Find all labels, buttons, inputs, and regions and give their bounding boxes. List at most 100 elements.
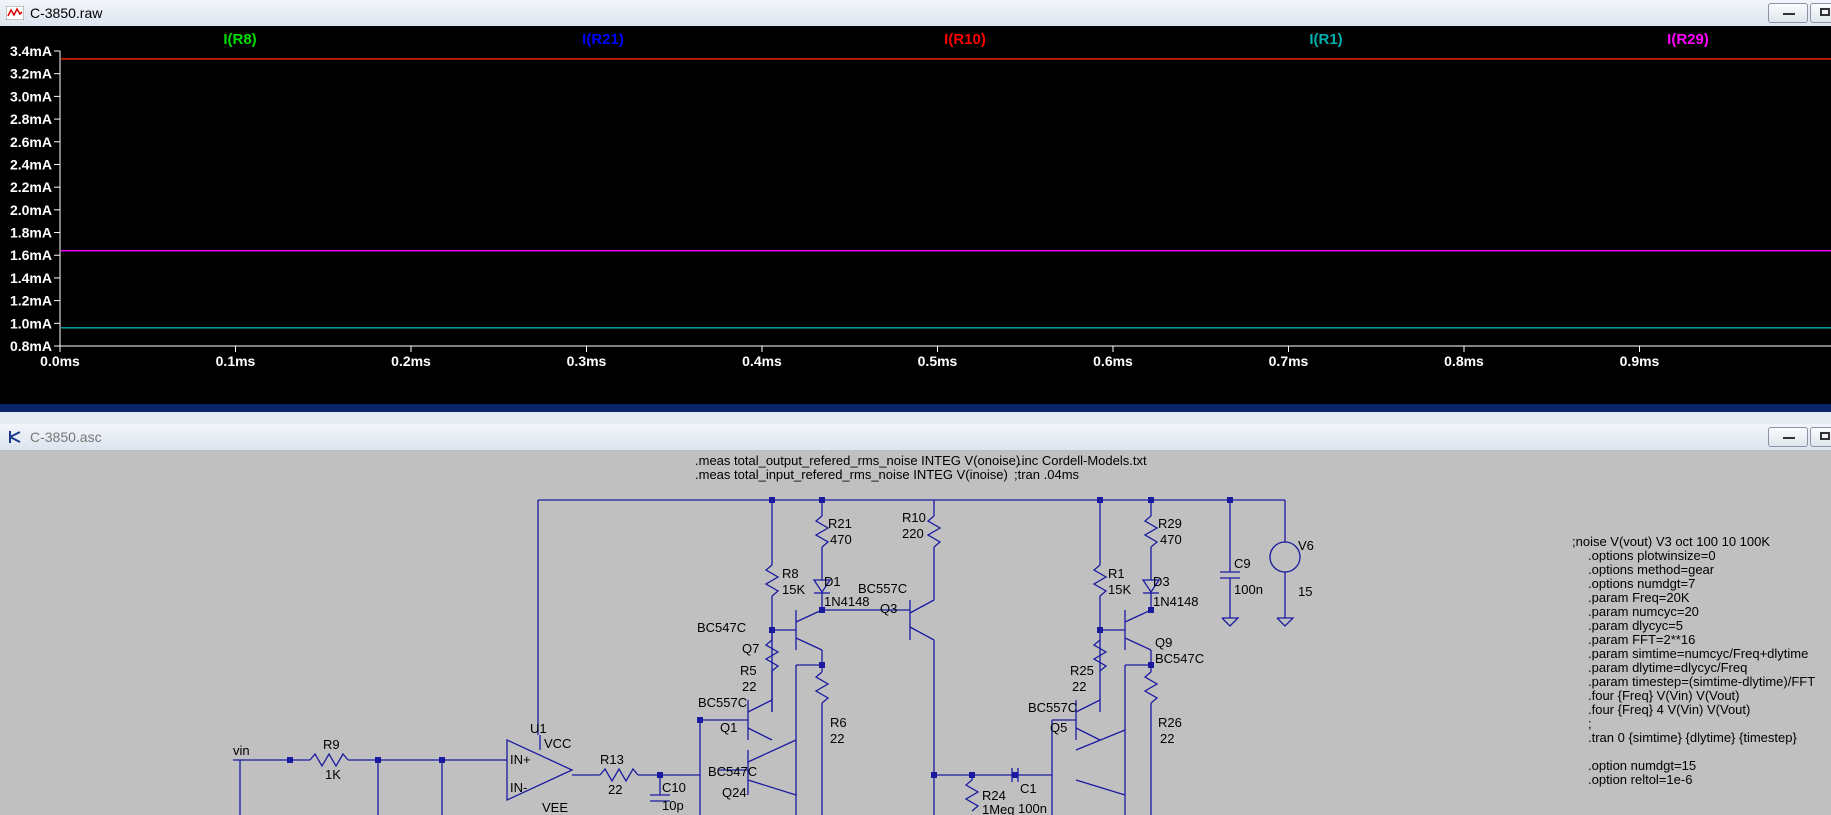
x-tick-label: 0.3ms	[567, 353, 607, 369]
spice-directive-line[interactable]: .param FFT=2**16	[1588, 632, 1695, 647]
minimize-button[interactable]	[1768, 3, 1808, 23]
value-R1[interactable]: 15K	[1108, 582, 1131, 597]
type-Q1[interactable]: BC557C	[698, 695, 747, 710]
type-Q24[interactable]: BC547C	[708, 764, 757, 779]
spice-directive-line[interactable]: .tran 0 {simtime} {dlytime} {timestep}	[1588, 730, 1797, 745]
type-Q7[interactable]: BC547C	[697, 620, 746, 635]
value-C1[interactable]: 100n	[1018, 801, 1047, 815]
wave-window-title: C-3850.raw	[30, 5, 103, 21]
value-V6[interactable]: 15	[1298, 584, 1312, 599]
trace-label-ir10[interactable]: I(R10)	[944, 31, 986, 48]
schematic-maximize-button[interactable]	[1810, 427, 1831, 447]
label-C10[interactable]: C10	[662, 780, 686, 795]
value-D3[interactable]: 1N4148	[1153, 594, 1199, 609]
y-tick-label: 3.0mA	[10, 88, 52, 104]
label-R9[interactable]: R9	[323, 737, 340, 752]
wave-window-titlebar[interactable]: C-3850.raw	[0, 0, 1831, 27]
trace-label-ir1[interactable]: I(R1)	[1309, 31, 1342, 48]
spice-directive-line[interactable]: .param Freq=20K	[1588, 590, 1690, 605]
trace-label-ir8[interactable]: I(R8)	[223, 31, 256, 48]
value-R6[interactable]: 22	[830, 731, 844, 746]
x-tick-label: 0.7ms	[1269, 353, 1309, 369]
label-R25[interactable]: R25	[1070, 663, 1094, 678]
value-R24[interactable]: 1Meg	[982, 802, 1015, 815]
value-C9[interactable]: 100n	[1234, 582, 1263, 597]
value-R29[interactable]: 470	[1160, 532, 1182, 547]
spice-directive-line[interactable]: .option reltol=1e-6	[1588, 772, 1692, 787]
type-Q9[interactable]: BC547C	[1155, 651, 1204, 666]
waveform-chart[interactable]: I(R8)I(R21)I(R10)I(R1)I(R29) 3.4mA3.2mA3…	[0, 26, 1831, 404]
spice-directive-line[interactable]: .param timestep=(simtime-dlytime)/FFT	[1588, 674, 1815, 689]
value-R25[interactable]: 22	[1072, 679, 1086, 694]
label-R5[interactable]: R5	[740, 663, 757, 678]
y-tick-label: 2.4mA	[10, 156, 52, 172]
y-tick-label: 1.0mA	[10, 315, 52, 331]
schematic-window-titlebar[interactable]: C-3850.asc	[0, 424, 1831, 451]
y-tick-label: 3.2mA	[10, 66, 52, 82]
label-C1[interactable]: C1	[1020, 781, 1037, 796]
spice-directive-line[interactable]: ;noise V(vout) V3 oct 100 10 100K	[1572, 534, 1770, 549]
directive-meas-output[interactable]: .meas total_output_refered_rms_noise INT…	[695, 453, 1020, 468]
label-U1[interactable]: U1	[530, 721, 547, 736]
trace-label-ir29[interactable]: I(R29)	[1667, 31, 1709, 48]
spice-directive-line[interactable]: .param numcyc=20	[1588, 604, 1699, 619]
label-R1[interactable]: R1	[1108, 566, 1125, 581]
y-tick-label: 1.8mA	[10, 225, 52, 241]
spice-directive-line[interactable]: .options numdgt=7	[1588, 576, 1695, 591]
label-Q7[interactable]: Q7	[742, 641, 759, 656]
value-C10[interactable]: 10p	[662, 798, 684, 813]
value-R21[interactable]: 470	[830, 532, 852, 547]
value-R8[interactable]: 15K	[782, 582, 805, 597]
label-R6[interactable]: R6	[830, 715, 847, 730]
spice-directive-line[interactable]: .param dlytime=dlycyc/Freq	[1588, 660, 1747, 675]
label-Q9[interactable]: Q9	[1155, 635, 1172, 650]
directive-inc[interactable]: .inc Cordell-Models.txt	[1018, 453, 1147, 468]
spice-directive-line[interactable]: .four {Freq} V(Vin) V(Vout)	[1588, 688, 1740, 703]
type-Q5[interactable]: BC557C	[1028, 700, 1077, 715]
label-Q24[interactable]: Q24	[722, 785, 747, 800]
label-Q3[interactable]: Q3	[880, 601, 897, 616]
value-R13[interactable]: 22	[608, 782, 622, 797]
y-tick-label: 1.2mA	[10, 293, 52, 309]
value-R26[interactable]: 22	[1160, 731, 1174, 746]
spice-directive-line[interactable]: .options plotwinsize=0	[1588, 548, 1716, 563]
pin-VCC: VCC	[544, 736, 571, 751]
label-Q5[interactable]: Q5	[1050, 720, 1067, 735]
value-R9[interactable]: 1K	[325, 767, 341, 782]
spice-directive-line[interactable]: ;	[1588, 716, 1592, 731]
spice-directive-line[interactable]: .param simtime=numcyc/Freq+dlytime	[1588, 646, 1808, 661]
label-R26[interactable]: R26	[1158, 715, 1182, 730]
schematic-app-icon	[9, 431, 21, 443]
schematic-canvas[interactable]: .meas total_output_refered_rms_noise INT…	[0, 450, 1831, 815]
value-R5[interactable]: 22	[742, 679, 756, 694]
label-R8[interactable]: R8	[782, 566, 799, 581]
label-D1[interactable]: D1	[824, 574, 841, 589]
spice-directive-line[interactable]: .four {Freq} 4 V(Vin) V(Vout)	[1588, 702, 1750, 717]
spice-directive-line[interactable]: .option numdgt=15	[1588, 758, 1696, 773]
label-C9[interactable]: C9	[1234, 556, 1251, 571]
value-D1[interactable]: 1N4148	[824, 594, 870, 609]
maximize-button[interactable]	[1810, 3, 1831, 23]
y-tick-label: 1.4mA	[10, 270, 52, 286]
net-label-vin[interactable]: vin	[233, 743, 250, 758]
spice-directive-line[interactable]: .param dlycyc=5	[1588, 618, 1683, 633]
directive-meas-input[interactable]: .meas total_input_refered_rms_noise INTE…	[695, 467, 1008, 482]
label-R10[interactable]: R10	[902, 510, 926, 525]
x-tick-label: 0.2ms	[391, 353, 431, 369]
directive-tran-comment[interactable]: ;tran .04ms	[1014, 467, 1080, 482]
label-D3[interactable]: D3	[1153, 574, 1170, 589]
schematic-minimize-button[interactable]	[1768, 427, 1808, 447]
trace-label-ir21[interactable]: I(R21)	[582, 31, 624, 48]
label-R21[interactable]: R21	[828, 516, 852, 531]
label-R29[interactable]: R29	[1158, 516, 1182, 531]
restore-icon	[1820, 432, 1830, 440]
label-V6[interactable]: V6	[1298, 538, 1314, 553]
label-R24[interactable]: R24	[982, 788, 1006, 803]
spice-directive-line[interactable]: .options method=gear	[1588, 562, 1715, 577]
label-R13[interactable]: R13	[600, 752, 624, 767]
value-R10[interactable]: 220	[902, 526, 924, 541]
label-Q1[interactable]: Q1	[720, 720, 737, 735]
schematic-drawing[interactable]: .meas total_output_refered_rms_noise INT…	[0, 450, 1831, 815]
type-Q3[interactable]: BC557C	[858, 581, 907, 596]
